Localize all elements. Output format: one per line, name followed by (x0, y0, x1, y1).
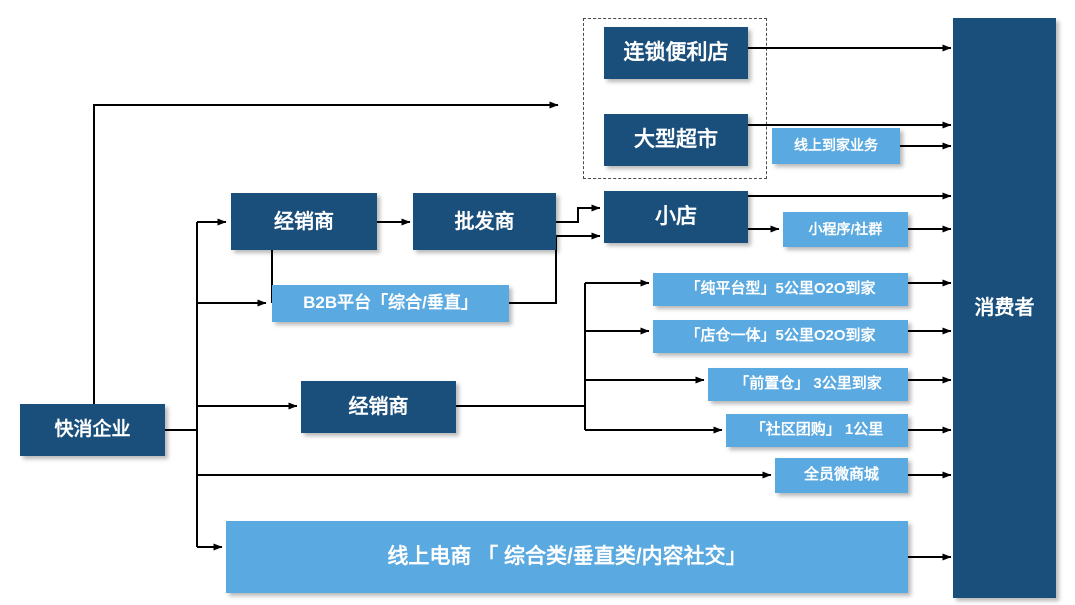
node-label: 经销商 (274, 210, 334, 233)
node-online-ecommerce[interactable]: 线上电商 「 综合类/垂直类/内容社交」 (226, 521, 908, 593)
node-consumer[interactable]: 消费者 (953, 18, 1056, 598)
node-label: 「社区团购」 1公里 (750, 421, 884, 439)
node-distributor-top[interactable]: 经销商 (231, 193, 377, 250)
node-label: 「店仓一体」5公里O2O到家 (685, 327, 876, 345)
node-label: 批发商 (454, 210, 515, 233)
node-b2b-platform[interactable]: B2B平台「综合/垂直」 (272, 285, 509, 322)
node-label: 连锁便利店 (623, 41, 729, 65)
node-label: 快消企业 (54, 418, 131, 440)
node-label: 「纯平台型」5公里O2O到家 (685, 280, 876, 298)
node-label: 经销商 (348, 396, 409, 418)
node-fmcg-enterprise[interactable]: 快消企业 (20, 404, 165, 456)
node-label: 小店 (655, 205, 697, 229)
modern-trade-group-box (583, 18, 767, 179)
node-wholesaler[interactable]: 批发商 (413, 193, 556, 250)
node-large-supermarket[interactable]: 大型超市 (604, 114, 748, 166)
node-label: B2B平台「综合/垂直」 (303, 293, 478, 313)
node-community-group-buy[interactable]: 「社区团购」 1公里 (726, 414, 908, 447)
node-distributor-second[interactable]: 经销商 (301, 381, 456, 433)
node-label: 小程序/社群 (808, 220, 883, 237)
node-label: 线上电商 「 综合类/垂直类/内容社交」 (387, 545, 747, 569)
node-all-staff-micro-mall[interactable]: 全员微商城 (775, 458, 908, 493)
node-small-store[interactable]: 小店 (604, 191, 748, 243)
node-front-warehouse[interactable]: 「前置仓」 3公里到家 (708, 368, 908, 401)
node-miniprogram-community[interactable]: 小程序/社群 (783, 212, 908, 247)
node-label: 「前置仓」 3公里到家 (734, 375, 882, 393)
node-label: 全员微商城 (803, 466, 879, 484)
node-label: 线上到家业务 (794, 137, 878, 154)
node-label: 消费者 (974, 297, 1035, 319)
node-online-to-home-business[interactable]: 线上到家业务 (772, 128, 900, 164)
node-chain-convenience-store[interactable]: 连锁便利店 (604, 27, 748, 79)
node-store-warehouse-o2o[interactable]: 「店仓一体」5公里O2O到家 (653, 320, 908, 353)
node-label: 大型超市 (634, 128, 718, 152)
node-pure-platform-o2o[interactable]: 「纯平台型」5公里O2O到家 (653, 273, 908, 306)
